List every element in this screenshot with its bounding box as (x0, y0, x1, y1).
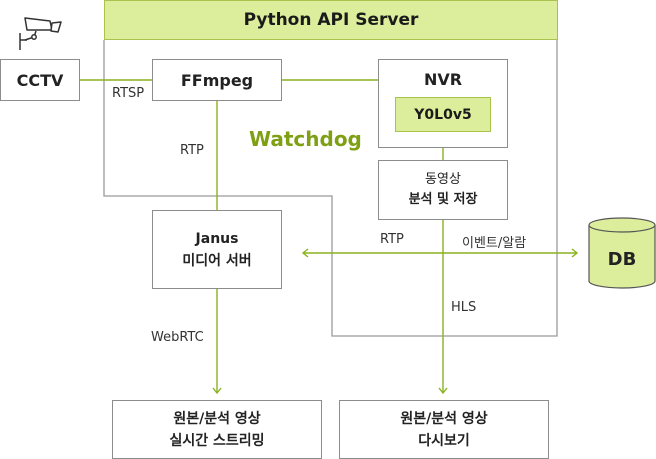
arrowhead-replay (438, 387, 448, 395)
node-storage[interactable]: 동영상 분석 및 저장 (378, 160, 508, 220)
node-ffmpeg[interactable]: FFmpeg (152, 59, 282, 101)
cctv-label: CCTV (16, 70, 64, 90)
storage-line2: 분석 및 저장 (408, 192, 478, 207)
yolo-model: Y0L0v5 (395, 97, 491, 132)
node-replay[interactable]: 원본/분석 영상 다시보기 (339, 400, 549, 459)
arrowhead-db (571, 248, 579, 258)
edge-label-rtp-down: RTP (180, 143, 204, 158)
arrowhead-janus (301, 248, 309, 258)
janus-line2: 미디어 서버 (182, 252, 252, 269)
cctv-camera-icon (19, 17, 62, 50)
replay-line1: 원본/분석 영상 (400, 410, 488, 427)
nvr-label: NVR (423, 70, 463, 89)
node-db[interactable]: DB (589, 238, 655, 280)
db-label: DB (607, 248, 637, 270)
node-janus[interactable]: Janus 미디어 서버 (152, 210, 282, 289)
janus-line1: Janus (195, 230, 239, 247)
ffmpeg-label: FFmpeg (180, 70, 254, 90)
node-live-stream[interactable]: 원본/분석 영상 실시간 스트리밍 (112, 400, 322, 459)
edge-label-hls: HLS (451, 300, 477, 315)
edge-label-rtp-right: RTP (380, 232, 404, 247)
server-boundary (103, 40, 558, 337)
node-cctv[interactable]: CCTV (0, 59, 80, 101)
edge-label-rtsp: RTSP (112, 86, 145, 101)
replay-line2: 다시보기 (418, 432, 470, 449)
edge-label-event: 이벤트/알람 (462, 236, 527, 251)
db-cylinder (588, 217, 656, 289)
server-header: Python API Server (104, 0, 558, 40)
arrowhead-live (212, 387, 222, 395)
watchdog-label: Watchdog (249, 127, 362, 151)
edge-label-webrtc: WebRTC (151, 330, 204, 345)
live-line2: 실시간 스트리밍 (169, 432, 265, 449)
storage-line1: 동영상 (425, 172, 461, 187)
live-line1: 원본/분석 영상 (173, 410, 261, 427)
